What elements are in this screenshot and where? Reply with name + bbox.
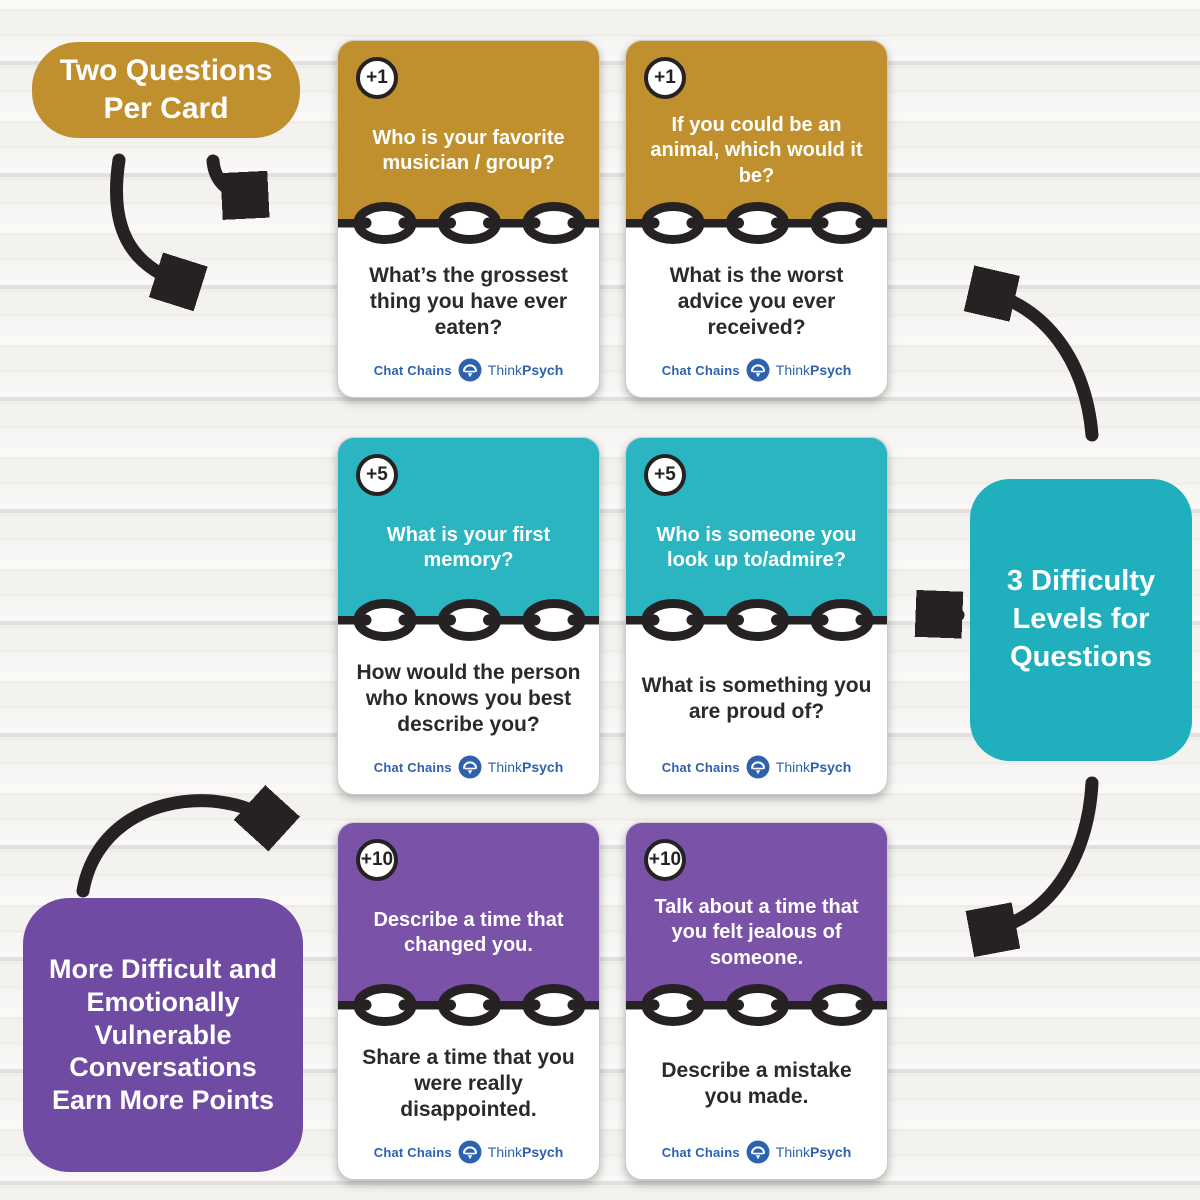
brand-logo: Chat Chains ThinkPsych — [338, 357, 599, 383]
points-badge: +10 — [356, 839, 398, 881]
points-badge: +1 — [356, 57, 398, 99]
card-header: +10 Talk about a time that you felt jeal… — [626, 823, 887, 1001]
card-header: +5 Who is someone you look up to/admire? — [626, 438, 887, 616]
card-body: What is the worst advice you ever receiv… — [626, 219, 887, 397]
card-body: What is something you are proud of? Chat… — [626, 616, 887, 794]
card-header: +10 Describe a time that changed you. — [338, 823, 599, 1001]
thinkpsych-wordmark: ThinkPsych — [487, 362, 564, 378]
card-plus5-a: +5 What is your first memory? How would … — [337, 437, 600, 795]
brain-speech-icon — [458, 358, 482, 382]
brand-logo: Chat Chains ThinkPsych — [338, 1139, 599, 1165]
arrow-difficulty-to-row2 — [932, 614, 965, 615]
arrow-to-bottom-question — [110, 153, 185, 284]
thinkpsych-wordmark: ThinkPsych — [775, 1144, 852, 1160]
points-badge: +1 — [644, 57, 686, 99]
chat-chains-wordmark: Chat Chains — [373, 1144, 452, 1160]
brand-logo: Chat Chains ThinkPsych — [626, 1139, 887, 1165]
top-question: What is your first memory? — [386, 523, 551, 571]
bottom-question: How would the person who knows you best … — [356, 660, 581, 737]
thinkpsych-wordmark: ThinkPsych — [487, 1144, 564, 1160]
brain-speech-icon — [458, 1140, 482, 1164]
thinkpsych-wordmark: ThinkPsych — [775, 362, 852, 378]
card-header: +1 Who is your favorite musician / group… — [338, 41, 599, 219]
top-question: Who is someone you look up to/admire? — [656, 523, 857, 571]
card-header: +1 If you could be an animal, which woul… — [626, 41, 887, 219]
brain-speech-icon — [458, 755, 482, 779]
bottom-question: Describe a mistake you made. — [661, 1058, 852, 1108]
thinkpsych-wordmark: ThinkPsych — [775, 759, 852, 775]
top-question: If you could be an animal, which would i… — [650, 114, 863, 187]
card-plus5-b: +5 Who is someone you look up to/admire?… — [625, 437, 888, 795]
points-badge: +5 — [356, 454, 398, 496]
arrow-points-to-row3 — [76, 801, 272, 898]
card-body: What’s the grossest thing you have ever … — [338, 219, 599, 397]
brain-speech-icon — [746, 358, 770, 382]
card-body: Share a time that you were really disapp… — [338, 1001, 599, 1179]
card-plus1-a: +1 Who is your favorite musician / group… — [337, 40, 600, 398]
points-badge: +5 — [644, 454, 686, 496]
chat-chains-wordmark: Chat Chains — [661, 362, 740, 378]
brand-logo: Chat Chains ThinkPsych — [626, 357, 887, 383]
chat-chains-wordmark: Chat Chains — [373, 759, 452, 775]
card-plus1-b: +1 If you could be an animal, which woul… — [625, 40, 888, 398]
callout-difficulty-levels: 3 Difficulty Levels for Questions — [970, 479, 1192, 761]
arrow-to-top-question — [206, 154, 252, 195]
brand-logo: Chat Chains ThinkPsych — [338, 754, 599, 780]
top-question: Talk about a time that you felt jealous … — [654, 896, 859, 969]
top-question: Describe a time that changed you. — [373, 908, 564, 956]
points-badge: +10 — [644, 839, 686, 881]
arrow-difficulty-to-row1 — [985, 292, 1099, 442]
chat-chains-wordmark: Chat Chains — [373, 362, 452, 378]
chat-chains-wordmark: Chat Chains — [661, 759, 740, 775]
card-body: How would the person who knows you best … — [338, 616, 599, 794]
bottom-question: Share a time that you were really disapp… — [362, 1045, 575, 1122]
arrow-difficulty-to-row3 — [986, 776, 1099, 931]
brand-logo: Chat Chains ThinkPsych — [626, 754, 887, 780]
bottom-question: What’s the grossest thing you have ever … — [369, 263, 568, 340]
card-header: +5 What is your first memory? — [338, 438, 599, 616]
callout-more-points: More Difficult and Emotionally Vulnerabl… — [23, 898, 303, 1172]
bottom-question: What is something you are proud of? — [641, 673, 872, 723]
card-plus10-b: +10 Talk about a time that you felt jeal… — [625, 822, 888, 1180]
thinkpsych-wordmark: ThinkPsych — [487, 759, 564, 775]
brain-speech-icon — [746, 755, 770, 779]
card-body: Describe a mistake you made. Chat Chains… — [626, 1001, 887, 1179]
chat-chains-wordmark: Chat Chains — [661, 1144, 740, 1160]
callout-two-questions-per-card: Two Questions Per Card — [32, 42, 300, 138]
card-plus10-a: +10 Describe a time that changed you. Sh… — [337, 822, 600, 1180]
top-question: Who is your favorite musician / group? — [372, 126, 565, 174]
bottom-question: What is the worst advice you ever receiv… — [669, 263, 844, 340]
brain-speech-icon — [746, 1140, 770, 1164]
